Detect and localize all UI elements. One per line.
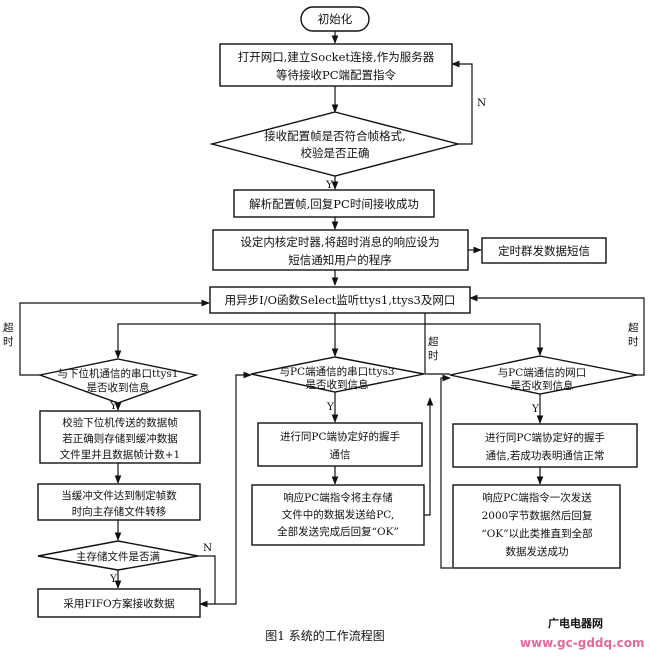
timeout-label-left-1: 超: [3, 321, 14, 334]
svg-text:响应PC端指令将主存储: 响应PC端指令将主存储: [283, 491, 393, 504]
svg-text:短信通知用户的程序: 短信通知用户的程序: [288, 253, 392, 267]
svg-text:定时群发数据短信: 定时群发数据短信: [498, 244, 590, 258]
svg-text:时向主存储文件转移: 时向主存储文件转移: [72, 505, 167, 518]
svg-text:通信: 通信: [330, 449, 351, 461]
yes-label-ttys1: Y: [109, 400, 118, 412]
timeout-label-right-2: 时: [628, 336, 639, 348]
watermark: 广电电器网 www.gc-gddq.com: [520, 616, 645, 650]
edge-labels: Y N Y Y N Y Y 超 时 超 时 超 时: [3, 97, 639, 585]
timer-sms-box: 定时群发数据短信: [481, 237, 607, 264]
right-handshake-box: 进行同PC端协定好的握手 通信,若成功表明通信正常: [452, 423, 638, 468]
svg-text:校验是否正确: 校验是否正确: [301, 146, 370, 160]
middle-handshake-box: 进行同PC端协定好的握手 通信: [257, 422, 423, 467]
storage-full-decision: 主存储文件是否满: [37, 540, 199, 571]
svg-text:与PC端通信的网口: 与PC端通信的网口: [498, 366, 587, 379]
svg-text:采用FIFO方案接收数据: 采用FIFO方案接收数据: [63, 597, 175, 610]
svg-text:进行同PC端协定好的握手: 进行同PC端协定好的握手: [280, 430, 400, 443]
svg-text:与下位机通信的串口ttys1: 与下位机通信的串口ttys1: [58, 367, 179, 380]
transfer-box: 当缓冲文件达到制定帧数 时向主存储文件转移: [37, 483, 201, 521]
timeout-label-mid-1: 超: [428, 335, 439, 348]
figure-caption: 图1 系统的工作流程图: [265, 628, 384, 643]
middle-respond-box: 响应PC端指令将主存储 文件中的数据发送给PC, 全部发送完成后回复“OK”: [251, 484, 425, 546]
timeout-label-mid-2: 时: [428, 350, 439, 362]
svg-text:通信,若成功表明通信正常: 通信,若成功表明通信正常: [486, 449, 605, 462]
svg-text:进行同PC端协定好的握手: 进行同PC端协定好的握手: [485, 431, 605, 444]
right-respond-box: 响应PC端指令一次发送 2000字节数据然后回复 “OK”以此类推直到全部 数据…: [452, 484, 621, 569]
yes-label-config: Y: [325, 179, 334, 191]
svg-text:“OK”以此类推直到全部: “OK”以此类推直到全部: [481, 527, 592, 540]
ttys3-decision: 与PC端通信的串口ttys3 是否收到信息: [250, 356, 425, 393]
watermark-url: www.gc-gddq.com: [520, 636, 645, 650]
no-label-storage: N: [203, 542, 212, 554]
svg-text:数据发送成功: 数据发送成功: [506, 545, 569, 558]
svg-text:是否收到信息: 是否收到信息: [306, 378, 369, 391]
svg-text:若正确则存储到缓冲数据: 若正确则存储到缓冲数据: [62, 432, 178, 445]
svg-text:与PC端通信的串口ttys3: 与PC端通信的串口ttys3: [279, 365, 394, 378]
yes-label-ttys3: Y: [326, 401, 335, 413]
svg-text:文件里并且数据帧计数+1: 文件里并且数据帧计数+1: [60, 448, 180, 461]
svg-text:2000字节数据然后回复: 2000字节数据然后回复: [482, 509, 593, 522]
connectors: [19, 31, 645, 608]
yes-label-network: Y: [531, 403, 540, 415]
svg-text:全部发送完成后回复“OK”: 全部发送完成后回复“OK”: [277, 525, 399, 538]
yes-label-storage: Y: [109, 573, 118, 585]
fifo-box: 采用FIFO方案接收数据: [37, 588, 201, 618]
set-timer-box: 设定内核定时器,将超时消息的响应设为 短信通知用户的程序: [212, 229, 469, 271]
svg-text:当缓冲文件达到制定帧数: 当缓冲文件达到制定帧数: [61, 489, 177, 502]
svg-text:校验下位机传送的数据帧: 校验下位机传送的数据帧: [62, 416, 178, 429]
timeout-label-left-2: 时: [3, 336, 14, 348]
verify-frame-box: 校验下位机传送的数据帧 若正确则存储到缓冲数据 文件里并且数据帧计数+1: [39, 410, 201, 464]
svg-text:等待接收PC端配置指令: 等待接收PC端配置指令: [276, 68, 397, 82]
open-socket-box: 打开网口,建立Socket连接,作为服务器 等待接收PC端配置指令: [219, 43, 453, 87]
select-monitor-box: 用异步I/O函数Select监听ttys1,ttys3及网口: [209, 286, 471, 314]
svg-text:初始化: 初始化: [318, 12, 353, 26]
timeout-label-right-1: 超: [628, 321, 639, 334]
svg-text:解析配置帧,回复PC时间接收成功: 解析配置帧,回复PC时间接收成功: [249, 197, 419, 211]
svg-text:用异步I/O函数Select监听ttys1,ttys3及网口: 用异步I/O函数Select监听ttys1,ttys3及网口: [225, 293, 456, 307]
check-config-decision: 接收配置帧是否符合帧格式, 校验是否正确: [209, 111, 461, 177]
ttys1-decision: 与下位机通信的串口ttys1 是否收到信息: [37, 358, 199, 404]
svg-text:设定内核定时器,将超时消息的响应设为: 设定内核定时器,将超时消息的响应设为: [240, 235, 439, 249]
svg-text:接收配置帧是否符合帧格式,: 接收配置帧是否符合帧格式,: [264, 129, 406, 143]
no-label-config: N: [477, 97, 486, 109]
parse-config-box: 解析配置帧,回复PC时间接收成功: [233, 189, 435, 218]
svg-text:是否收到信息: 是否收到信息: [87, 381, 150, 394]
svg-text:响应PC端指令一次发送: 响应PC端指令一次发送: [482, 491, 592, 504]
svg-text:主存储文件是否满: 主存储文件是否满: [76, 550, 160, 563]
watermark-brand: 广电电器网: [548, 616, 603, 630]
svg-text:打开网口,建立Socket连接,作为服务器: 打开网口,建立Socket连接,作为服务器: [238, 50, 435, 64]
svg-text:文件中的数据发送给PC,: 文件中的数据发送给PC,: [282, 508, 395, 521]
start-node: 初始化: [300, 6, 370, 32]
network-decision: 与PC端通信的网口 是否收到信息: [449, 355, 638, 395]
svg-text:是否收到信息: 是否收到信息: [511, 379, 574, 392]
